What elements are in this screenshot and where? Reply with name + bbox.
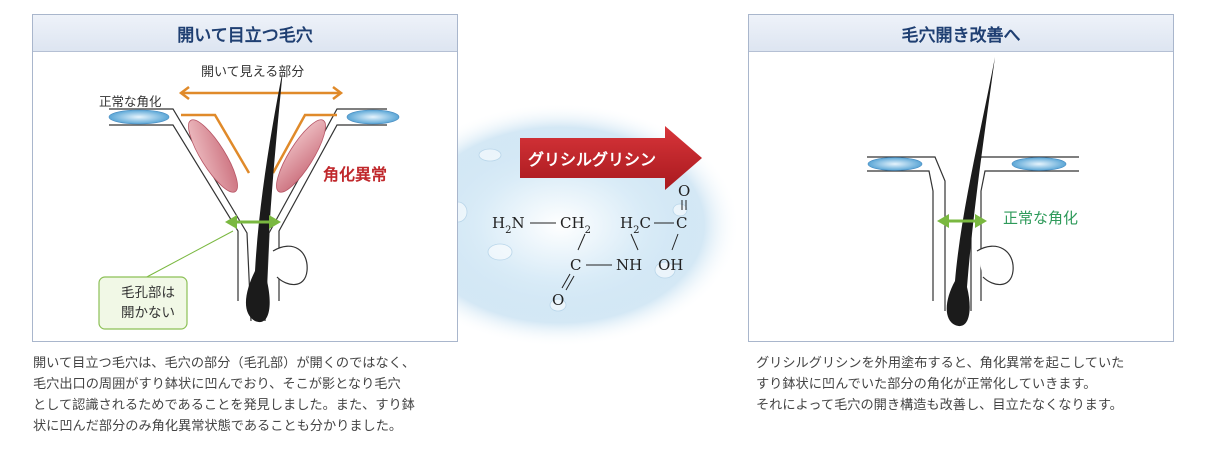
structural-formula: H2N CH2 H2C C O OH C NH O bbox=[492, 182, 690, 309]
pore-width-arrow bbox=[225, 215, 281, 229]
callout-line2: 開かない bbox=[121, 305, 175, 321]
svg-text:C: C bbox=[676, 214, 687, 232]
svg-text:O: O bbox=[552, 291, 564, 309]
callout-line1: 毛孔部は bbox=[121, 285, 175, 301]
right-panel-title: 毛穴開き改善へ bbox=[749, 15, 1173, 52]
normal-cell-left bbox=[108, 109, 170, 125]
left-caption: 開いて目立つ毛穴は、毛穴の部分（毛孔部）が開くのではなく、 毛穴出口の周囲がすり… bbox=[33, 353, 415, 437]
normal-cell-right bbox=[1011, 157, 1067, 171]
svg-text:CH2: CH2 bbox=[560, 214, 591, 236]
arrow-label: グリシルグリシン bbox=[528, 150, 656, 169]
svg-text:NH: NH bbox=[616, 256, 642, 274]
normal-cell-left bbox=[867, 157, 923, 171]
hair bbox=[245, 69, 283, 323]
caption-line: グリシルグリシンを外用塗布すると、角化異常を起こしていた bbox=[756, 356, 1125, 371]
caption-line: それによって毛穴の開き構造も改善し、目立たなくなります。 bbox=[756, 398, 1123, 413]
sebaceous-gland bbox=[272, 245, 308, 286]
svg-text:H2C: H2C bbox=[620, 214, 651, 236]
callout-box bbox=[98, 276, 188, 330]
normal-cell-right bbox=[346, 109, 400, 125]
left-panel: 開いて目立つ毛穴 bbox=[32, 14, 458, 342]
label-visible-part: 開いて見える部分 bbox=[201, 65, 305, 80]
right-panel: 毛穴開き改善へ 正常な角化 bbox=[748, 14, 1174, 342]
svg-text:OH: OH bbox=[658, 256, 683, 274]
label-abnormal-keratinization: 角化異常 bbox=[323, 165, 388, 184]
caption-line: 状に凹んだ部分のみ角化異常状態であることも分かりました。 bbox=[33, 419, 403, 434]
abnormal-cell-right bbox=[276, 119, 326, 193]
left-panel-title: 開いて目立つ毛穴 bbox=[33, 15, 457, 52]
label-normal-keratinization-right: 正常な角化 bbox=[1003, 209, 1079, 227]
caption-line: として認識されるためであることを発見しました。また、すり鉢 bbox=[33, 398, 415, 413]
right-arrow bbox=[520, 126, 702, 190]
left-illustration bbox=[98, 69, 400, 330]
glycylglycine-diagram: グリシルグリシン H2N CH2 H2C C O OH C NH O bbox=[380, 103, 740, 347]
caption-line: 開いて目立つ毛穴は、毛穴の部分（毛孔部）が開くのではなく、 bbox=[33, 356, 416, 371]
svg-text:C: C bbox=[570, 256, 581, 274]
abnormal-cell-left bbox=[188, 119, 238, 193]
right-caption: グリシルグリシンを外用塗布すると、角化異常を起こしていた すり鉢状に凹んでいた部… bbox=[756, 353, 1124, 416]
sebaceous-gland bbox=[976, 245, 1014, 286]
right-illustration bbox=[867, 57, 1079, 327]
caption-line: 毛穴出口の周囲がすり鉢状に凹んでおり、そこが影となり毛穴 bbox=[33, 377, 401, 392]
caption-line: すり鉢状に凹んでいた部分の角化が正常化していきます。 bbox=[756, 377, 1097, 392]
visible-part-bracket bbox=[178, 86, 344, 174]
svg-text:H2N: H2N bbox=[492, 214, 525, 236]
callout-leader bbox=[142, 230, 234, 280]
label-normal-keratinization-left: 正常な角化 bbox=[99, 94, 162, 109]
svg-text:O: O bbox=[678, 182, 690, 200]
pore-width-arrow bbox=[937, 214, 987, 228]
hair bbox=[946, 57, 995, 327]
